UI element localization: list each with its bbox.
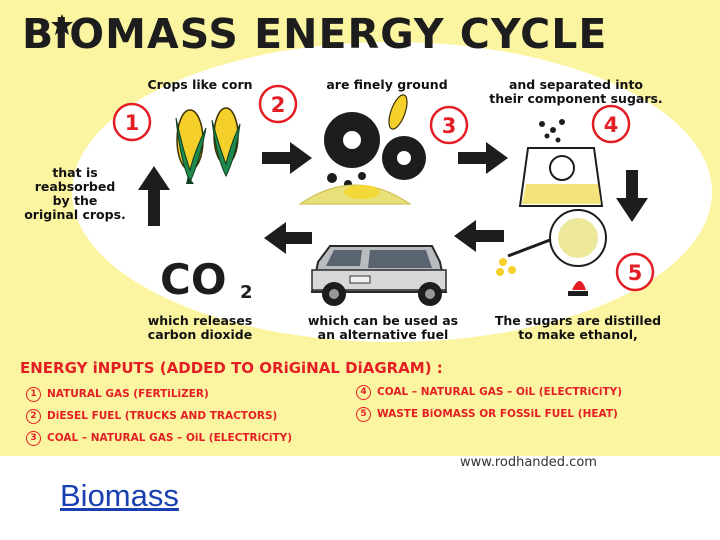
caption-releases-co2: which releases carbon dioxide [147, 313, 253, 342]
corn-icon [175, 107, 241, 184]
svg-text:5: 5 [628, 261, 643, 285]
diagram-title: BiOMASS ENERGY CYCLE [22, 10, 608, 58]
arrow-right-icon [458, 142, 508, 174]
step-number-1: 1 [112, 102, 152, 142]
caption-reabsorbed: that is reabsorbed by the original crops… [24, 165, 126, 222]
energy-inputs-title: ENERGY iNPUTS (ADDED TO ORiGiNAL DiAGRAM… [20, 359, 443, 377]
flame-icon [572, 281, 586, 290]
star-icon [51, 14, 73, 35]
step-number-2: 2 [258, 84, 298, 124]
svg-text:2: 2 [271, 93, 286, 117]
energy-input-item: 3 COAL – NATURAL GAS – OiL (ELECTRiCiTY) [26, 430, 292, 446]
biomass-link[interactable]: Biomass [60, 478, 179, 513]
source-credit: www.rodhanded.com [460, 455, 597, 470]
car-icon [310, 245, 448, 306]
co2-subscript: 2 [240, 282, 253, 303]
grinder-gears-icon [298, 94, 426, 205]
caption-separated: and separated into their component sugar… [489, 77, 663, 106]
energy-input-item: 1 NATURAL GAS (FERTiLiZER) [26, 386, 209, 402]
step-number-4: 4 [591, 104, 631, 144]
arrow-down-icon [616, 170, 648, 222]
caption-distilled: The sugars are distilled to make ethanol… [494, 313, 662, 342]
step-number-3: 3 [429, 105, 469, 145]
distiller-icon [496, 209, 607, 296]
diagram-graphics: 1 2 3 4 5 [0, 0, 720, 456]
arrow-left-icon [454, 220, 504, 252]
arrow-left-icon [264, 222, 312, 254]
energy-input-number: 2 [26, 408, 41, 424]
svg-text:3: 3 [442, 114, 457, 138]
biomass-cycle-diagram: 1 2 3 4 5 [0, 0, 720, 456]
co2-label: CO [160, 255, 227, 304]
caption-alternative-fuel: which can be used as an alternative fuel [307, 313, 459, 342]
energy-input-number: 4 [356, 384, 371, 400]
arrow-up-icon [138, 166, 170, 226]
energy-input-number: 5 [356, 406, 371, 422]
energy-input-item: 4 COAL – NATURAL GAS – OiL (ELECTRiCiTY) [356, 384, 622, 400]
energy-input-item: 5 WASTE BiOMASS OR FOSSiL FUEL (HEAT) [356, 406, 618, 422]
caption-ground: are finely ground [326, 77, 448, 92]
caption-crops: Crops like corn [147, 77, 253, 92]
sugar-separator-icon [518, 119, 604, 207]
energy-input-number: 1 [26, 386, 41, 402]
svg-text:1: 1 [125, 111, 140, 135]
arrow-right-icon [262, 142, 312, 174]
energy-input-item: 2 DiESEL FUEL (TRUCKS AND TRACTORS) [26, 408, 277, 424]
energy-input-number: 3 [26, 430, 41, 446]
step-number-5: 5 [615, 252, 655, 292]
svg-text:4: 4 [604, 113, 619, 137]
